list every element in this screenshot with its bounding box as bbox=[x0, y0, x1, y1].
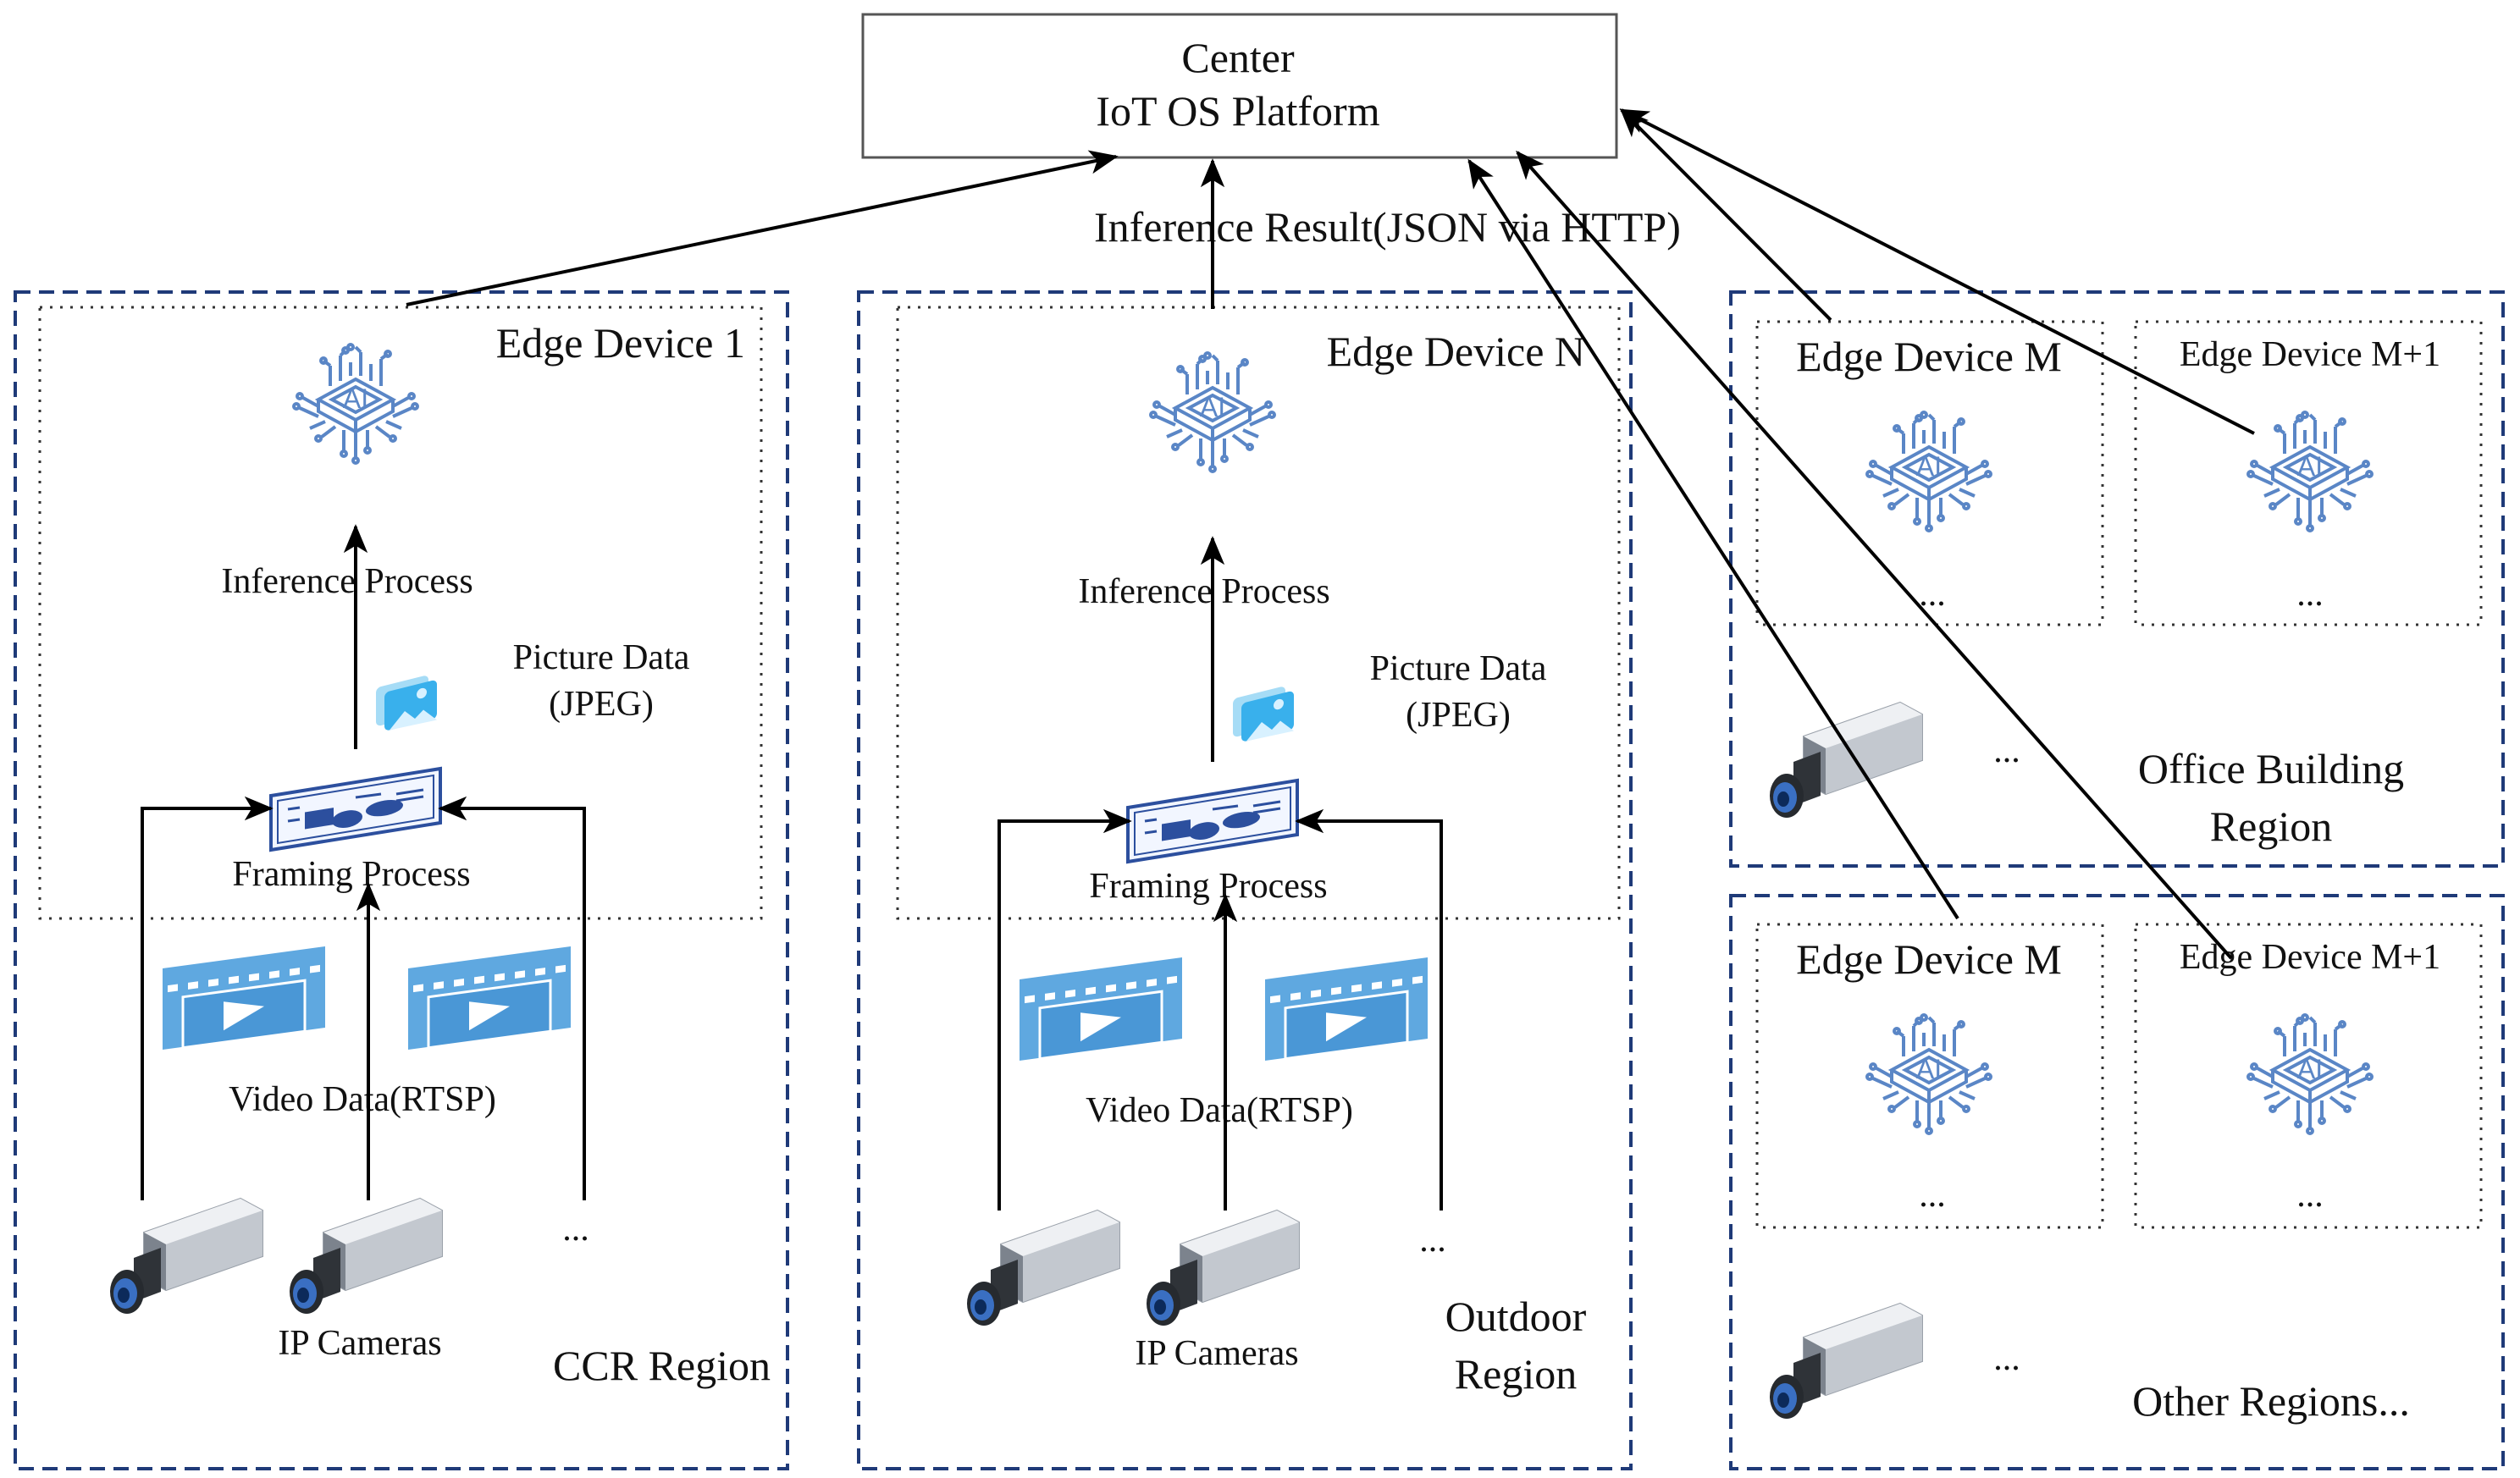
office-edge-device-m1-label: Edge Device M+1 bbox=[2180, 335, 2440, 374]
ip-cameras-label: IP Cameras bbox=[1135, 1334, 1298, 1373]
arrow-camera3-to-framing bbox=[1295, 808, 1443, 1211]
office-camera-ellipsis: ... bbox=[1993, 731, 2020, 770]
office-region-box bbox=[1729, 290, 2505, 868]
other-edge-device-m1-label: Edge Device M+1 bbox=[2180, 938, 2440, 977]
arrow-other-m-to-center bbox=[1467, 158, 1959, 920]
inference-result-label: Inference Result(JSON via HTTP) bbox=[1094, 203, 1681, 251]
ai-chip-icon bbox=[1865, 411, 1992, 532]
framing-document-icon bbox=[269, 767, 442, 852]
framing-process-label: Framing Process bbox=[232, 855, 470, 894]
center-subtitle: IoT OS Platform bbox=[1096, 87, 1379, 135]
outdoor-region-label-line2: Region bbox=[1455, 1350, 1577, 1398]
video-data-label: Video Data(RTSP) bbox=[1086, 1091, 1353, 1130]
video-film-icon bbox=[406, 945, 572, 1065]
center-platform: Center IoT OS Platform bbox=[861, 13, 1618, 159]
office-device-m-ellipsis: ... bbox=[1919, 575, 1946, 614]
office-building-region: Edge Device M Edge Device M+1 ... ... ..… bbox=[1769, 333, 2440, 850]
office-edge-device-m-label: Edge Device M bbox=[1796, 333, 2062, 380]
video-data-label: Video Data(RTSP) bbox=[229, 1080, 496, 1119]
center-box bbox=[861, 13, 1618, 159]
inference-process-label: Inference Process bbox=[221, 562, 472, 601]
edge-device-1-box bbox=[38, 306, 763, 920]
center-title: Center bbox=[1181, 34, 1295, 81]
edge-device-n-label: Edge Device N bbox=[1327, 328, 1585, 375]
picture-icon bbox=[1233, 686, 1294, 743]
ccr-region-label: CCR Region bbox=[553, 1342, 771, 1389]
framing-document-icon bbox=[1126, 779, 1299, 863]
other-regions: Edge Device M Edge Device M+1 ... ... ..… bbox=[1769, 935, 2440, 1425]
office-region-label-line2: Region bbox=[2210, 802, 2332, 850]
office-edge-device-m-box bbox=[1755, 320, 2104, 626]
outdoor-region: Edge Device N Inference Process Picture … bbox=[966, 158, 1587, 1398]
arrow-camera3-to-framing bbox=[438, 796, 586, 1200]
picture-data-format: (JPEG) bbox=[1406, 696, 1511, 735]
ccr-region: Edge Device 1 Inference Process Picture … bbox=[109, 150, 1119, 1389]
ip-cameras-label: IP Cameras bbox=[278, 1324, 441, 1363]
arrow-camera1-to-framing bbox=[998, 808, 1132, 1211]
ip-camera-icon bbox=[1146, 1210, 1300, 1326]
arrow-edge1-to-center bbox=[406, 150, 1119, 306]
office-region-label-line1: Office Building bbox=[2138, 745, 2404, 792]
ai-chip-icon bbox=[2246, 411, 2374, 532]
other-edge-device-m1-box bbox=[2134, 923, 2483, 1229]
outdoor-region-box bbox=[857, 290, 1633, 1470]
other-device-m1-ellipsis: ... bbox=[2296, 1176, 2324, 1215]
picture-data-label: Picture Data bbox=[513, 638, 690, 677]
edge-device-n-box bbox=[896, 306, 1621, 920]
arrow-office-m1-to-center bbox=[1619, 108, 2255, 435]
office-device-m1-ellipsis: ... bbox=[2296, 575, 2324, 614]
ip-camera-icon bbox=[289, 1198, 443, 1315]
arrow-other-m1-to-center bbox=[1516, 150, 2233, 960]
arrow-camera1-to-framing bbox=[141, 796, 274, 1200]
arrow-office-m-to-center bbox=[1620, 108, 1832, 322]
picture-data-label: Picture Data bbox=[1370, 649, 1547, 688]
ai-chip-icon bbox=[2246, 1013, 2374, 1135]
ai-chip-icon bbox=[1149, 351, 1276, 473]
outdoor-region-label-line1: Outdoor bbox=[1445, 1293, 1587, 1340]
video-film-icon bbox=[1263, 956, 1429, 1076]
other-camera-ellipsis: ... bbox=[1993, 1339, 2020, 1378]
camera-ellipsis: ... bbox=[1419, 1221, 1446, 1260]
ip-camera-icon bbox=[1769, 702, 1923, 819]
other-device-m-ellipsis: ... bbox=[1919, 1176, 1946, 1215]
office-edge-device-m1-box bbox=[2134, 320, 2483, 626]
ai-chip-icon bbox=[292, 343, 419, 465]
inference-process-label: Inference Process bbox=[1078, 572, 1329, 611]
video-film-icon bbox=[161, 945, 327, 1065]
framing-process-label: Framing Process bbox=[1089, 867, 1327, 906]
ai-chip-icon bbox=[1865, 1013, 1992, 1135]
ip-camera-icon bbox=[109, 1198, 263, 1315]
ccr-region-box bbox=[14, 290, 789, 1470]
video-film-icon bbox=[1018, 956, 1184, 1076]
other-region-box bbox=[1729, 894, 2505, 1470]
picture-icon bbox=[376, 675, 437, 732]
edge-device-1-label: Edge Device 1 bbox=[496, 319, 745, 367]
ip-camera-icon bbox=[966, 1210, 1120, 1326]
other-edge-device-m-box bbox=[1755, 923, 2104, 1229]
other-region-label: Other Regions... bbox=[2132, 1377, 2410, 1425]
camera-ellipsis: ... bbox=[562, 1210, 589, 1249]
other-edge-device-m-label: Edge Device M bbox=[1796, 935, 2062, 983]
ip-camera-icon bbox=[1769, 1303, 1923, 1420]
picture-data-format: (JPEG) bbox=[549, 685, 654, 724]
